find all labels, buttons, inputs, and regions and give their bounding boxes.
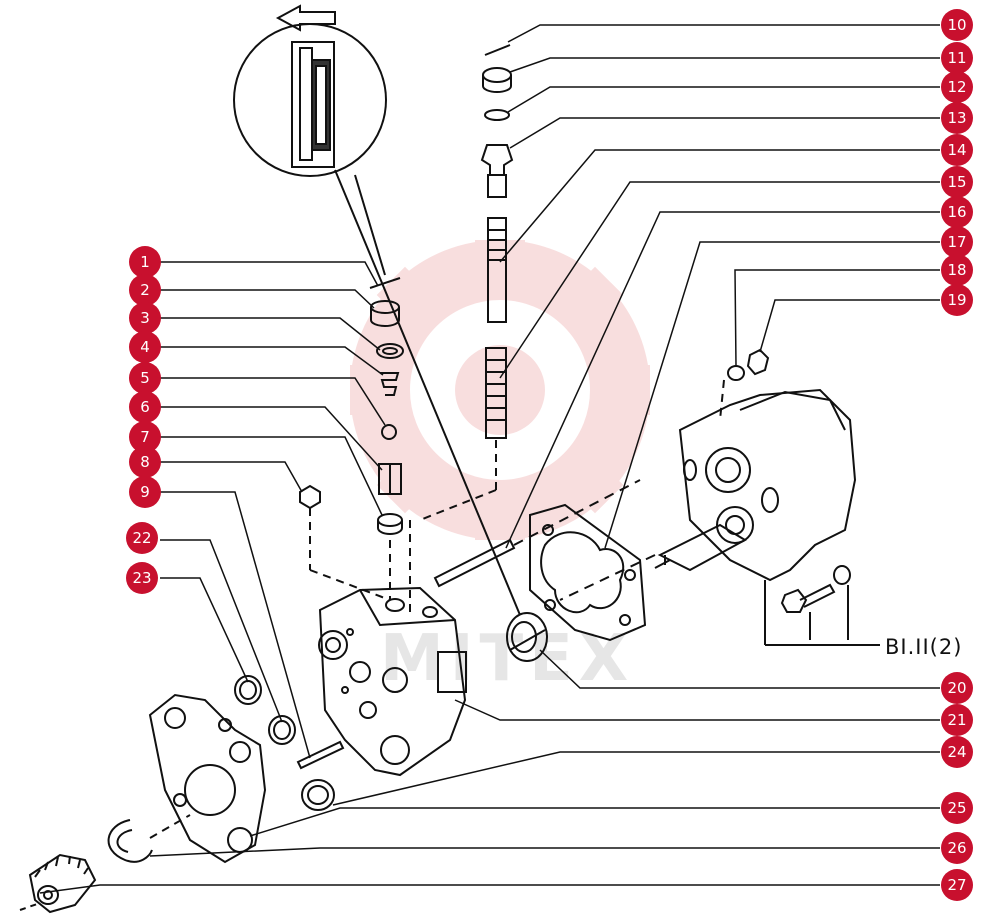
seal-part-20 (506, 612, 548, 662)
callout-6-label: 6 (140, 398, 150, 416)
callout-11-label: 11 (947, 49, 966, 67)
callout-21-label: 21 (947, 711, 966, 729)
reference-label: BI.II(2) (885, 635, 962, 659)
callout-25-marker (941, 792, 973, 824)
callout-23-marker (126, 562, 158, 594)
flange-plate-part-25 (148, 693, 267, 864)
callout-16-marker (941, 196, 973, 228)
callout-27-label: 27 (947, 876, 966, 894)
valve-stack (419, 44, 514, 521)
callout-1-label: 1 (140, 253, 150, 271)
shaft-part-15 (433, 479, 641, 588)
callout-15-marker (941, 166, 973, 198)
callout-13-marker (941, 102, 973, 134)
direction-arrow-icon (275, 4, 336, 32)
callout-10-marker (941, 9, 973, 41)
callout-4-label: 4 (140, 338, 150, 356)
gasket-part-16 (529, 503, 647, 642)
callout-2-label: 2 (140, 281, 150, 299)
callout-25-label: 25 (947, 799, 966, 817)
callout-6-marker (129, 391, 161, 423)
callout-7-marker (129, 421, 161, 453)
callout-5-marker (129, 362, 161, 394)
callout-3-label: 3 (140, 309, 150, 327)
callout-14-label: 14 (947, 141, 966, 159)
callout-19-marker (941, 284, 973, 316)
callout-17-marker (941, 226, 973, 258)
callout-22-marker (126, 522, 158, 554)
callout-9-marker (129, 476, 161, 508)
callout-19-label: 19 (947, 291, 966, 309)
callout-3-marker (129, 302, 161, 334)
callout-23-label: 23 (132, 569, 151, 587)
callout-12-label: 12 (947, 78, 966, 96)
callout-24-marker (941, 736, 973, 768)
callout-18-marker (941, 254, 973, 286)
callout-10-label: 10 (947, 16, 966, 34)
callout-15-label: 15 (947, 173, 966, 191)
callout-18-label: 18 (947, 261, 966, 279)
callout-8-marker (129, 446, 161, 478)
valve-body-part-21 (318, 586, 467, 777)
callout-14-marker (941, 134, 973, 166)
callout-5-label: 5 (140, 369, 150, 387)
callout-11-marker (941, 42, 973, 74)
callout-20-marker (941, 672, 973, 704)
o-rings (234, 675, 335, 811)
callout-1-marker (129, 246, 161, 278)
callout-group: 1234567891011121314151617181920212223242… (126, 9, 973, 901)
callout-2-marker (129, 274, 161, 306)
callout-27-marker (941, 869, 973, 901)
detail-inset (233, 23, 521, 616)
callout-22-label: 22 (132, 529, 151, 547)
callout-24-label: 24 (947, 743, 966, 761)
callout-4-marker (129, 331, 161, 363)
gear-part-27 (19, 853, 97, 914)
nut-washer-parts (719, 348, 770, 421)
callout-13-label: 13 (947, 109, 966, 127)
snap-ring-part-26 (107, 814, 191, 863)
callout-7-label: 7 (140, 428, 150, 446)
callout-12-marker (941, 71, 973, 103)
pin-part-9 (296, 740, 345, 770)
callout-17-label: 17 (947, 233, 966, 251)
callout-8-label: 8 (140, 453, 150, 471)
callout-26-marker (941, 832, 973, 864)
callout-9-label: 9 (140, 483, 150, 501)
housing-bolt (764, 565, 880, 646)
callout-16-label: 16 (947, 203, 966, 221)
bolt-part-8 (299, 484, 391, 601)
left-part-stack (369, 277, 411, 615)
callout-26-label: 26 (947, 839, 966, 857)
callout-20-label: 20 (947, 679, 966, 697)
pump-housing-part-17 (559, 388, 857, 601)
leader-lines (39, 24, 940, 894)
callout-21-marker (941, 704, 973, 736)
